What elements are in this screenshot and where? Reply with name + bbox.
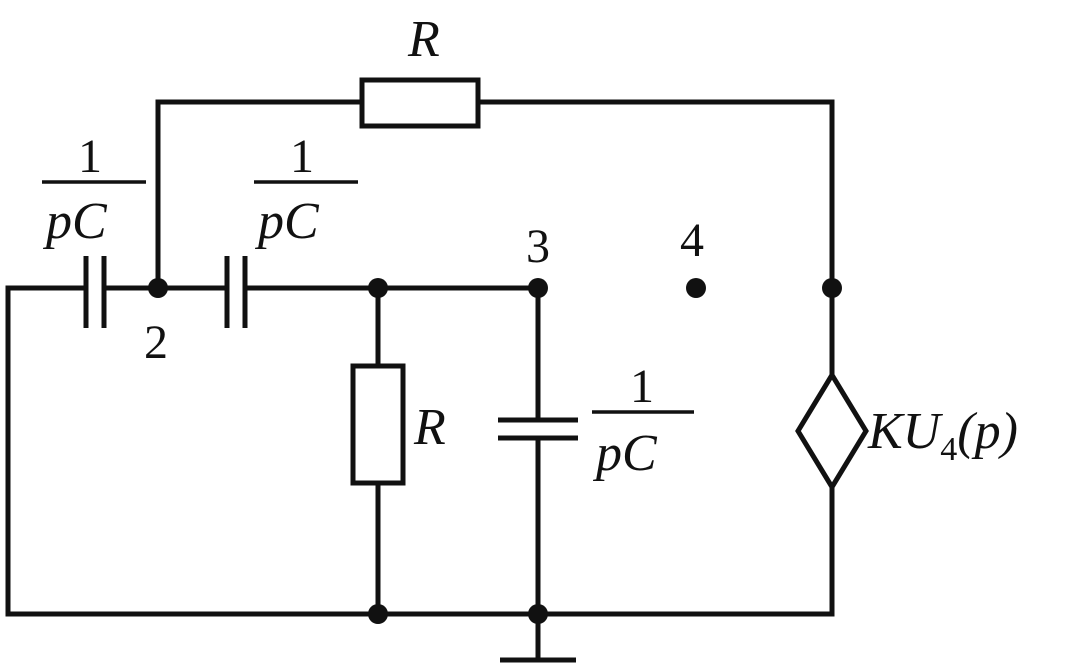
junction-source-dot bbox=[822, 278, 842, 298]
wire-left-loop bbox=[5, 285, 379, 617]
resistor-middle bbox=[350, 363, 406, 486]
node-4-dot bbox=[686, 278, 706, 298]
wires bbox=[5, 99, 835, 663]
source-label-main: KU bbox=[867, 403, 944, 460]
dependent-source bbox=[795, 370, 869, 492]
node-3-label: 3 bbox=[526, 220, 550, 273]
source-label: KU4(p) bbox=[867, 403, 1018, 468]
cap2-denominator: pC bbox=[254, 193, 320, 250]
resistor-top bbox=[359, 77, 481, 129]
node-4-label: 4 bbox=[680, 214, 704, 267]
source-label-sub: 4 bbox=[940, 431, 957, 468]
junction-bottom-cap3-dot bbox=[528, 604, 548, 624]
junction-rmid-dot bbox=[368, 278, 388, 298]
capacitor-1 bbox=[83, 256, 107, 328]
node-2-label: 2 bbox=[144, 316, 168, 369]
node-2-dot bbox=[148, 278, 168, 298]
capacitor-2 bbox=[224, 256, 248, 328]
junction-dots bbox=[148, 278, 842, 624]
wire-top-feedback-left bbox=[155, 99, 365, 291]
cap3-denominator: pC bbox=[592, 425, 658, 482]
cap1-denominator: pC bbox=[42, 193, 108, 250]
node-3-dot bbox=[528, 278, 548, 298]
capacitor-3 bbox=[498, 417, 578, 441]
source-label-arg: (p) bbox=[957, 403, 1018, 460]
cap3-numerator: 1 bbox=[630, 360, 654, 413]
label-r-top: R bbox=[407, 11, 440, 68]
cap2-numerator: 1 bbox=[290, 130, 314, 183]
junction-bottom-rmid-dot bbox=[368, 604, 388, 624]
label-r-middle: R bbox=[413, 399, 446, 456]
cap1-numerator: 1 bbox=[78, 130, 102, 183]
